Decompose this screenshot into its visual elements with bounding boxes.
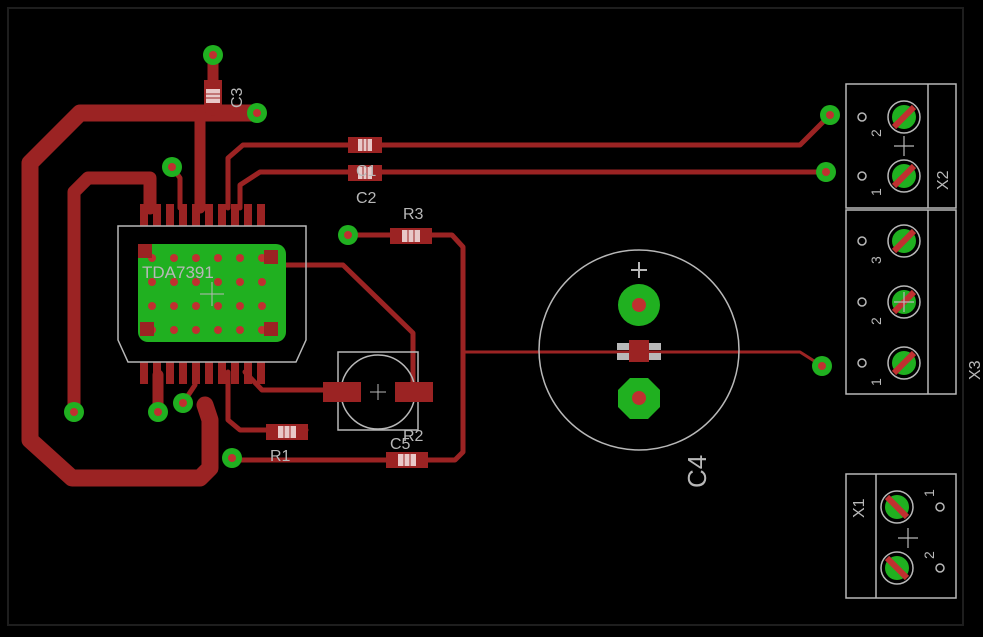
ic-thermal-vias bbox=[148, 254, 266, 334]
ic-corner-bl bbox=[140, 322, 154, 336]
cap-c1 bbox=[348, 137, 382, 153]
part-r2 bbox=[323, 351, 433, 431]
ic-top-pins bbox=[140, 204, 265, 226]
connector-x3: 3 2 1 X3 bbox=[845, 209, 983, 395]
cap-c2 bbox=[348, 165, 382, 181]
x1-pin2-label: 2 bbox=[921, 551, 937, 559]
res-r1 bbox=[266, 424, 308, 440]
label-r2: R2 bbox=[403, 428, 424, 445]
label-r1: R1 bbox=[270, 448, 291, 465]
x2-label: X2 bbox=[935, 170, 952, 190]
trace-r1 bbox=[225, 369, 309, 433]
x3-pin2-label: 2 bbox=[868, 317, 884, 325]
x2-pin2-label: 2 bbox=[868, 129, 884, 137]
ic-corner-tr bbox=[264, 250, 278, 264]
cap-c3 bbox=[204, 80, 222, 112]
connector-x1: 1 2 X1 bbox=[845, 473, 957, 599]
x3-label: X3 bbox=[967, 360, 983, 380]
label-r3: R3 bbox=[403, 206, 424, 223]
label-c5: C5 bbox=[390, 436, 411, 453]
x1-label: X1 bbox=[851, 498, 868, 518]
c4-plus-mark bbox=[631, 262, 647, 278]
ic-bottom-pins bbox=[140, 362, 265, 384]
trace-c2 bbox=[237, 169, 829, 211]
label-c4: C4 bbox=[682, 455, 712, 488]
trace-gnd-inner bbox=[67, 171, 157, 419]
x1-pin1-label: 1 bbox=[921, 489, 937, 497]
label-c2: C2 bbox=[356, 190, 377, 207]
trace-gnd-outer bbox=[21, 104, 266, 487]
ic-center-cross bbox=[200, 282, 224, 306]
ic-corner-tl bbox=[138, 244, 152, 258]
trace-c3 bbox=[194, 49, 219, 214]
ic-tda7391: TDA7391 bbox=[117, 204, 307, 384]
board-outline bbox=[7, 7, 964, 626]
ic-label: TDA7391 bbox=[142, 263, 214, 282]
x3-pin1-label: 1 bbox=[868, 378, 884, 386]
label-c3: C3 bbox=[229, 87, 246, 108]
x2-pin1-label: 1 bbox=[868, 188, 884, 196]
cap-c4 bbox=[538, 249, 740, 451]
label-c1: C1 bbox=[356, 163, 377, 180]
connector-x2: 2 1 X2 bbox=[845, 83, 957, 209]
x3-pin3-label: 3 bbox=[868, 256, 884, 264]
cap-c5 bbox=[386, 452, 428, 468]
vias bbox=[64, 45, 840, 468]
smd-components bbox=[204, 80, 433, 468]
silkscreen-labels: C1 C2 C3 R3 R1 C5 R2 C4 bbox=[229, 87, 712, 488]
ic-outline bbox=[117, 225, 307, 363]
ic-corner-br bbox=[264, 322, 278, 336]
res-r3 bbox=[390, 228, 432, 244]
trace-c1 bbox=[225, 112, 833, 211]
trace-ic-r2 bbox=[267, 262, 416, 393]
